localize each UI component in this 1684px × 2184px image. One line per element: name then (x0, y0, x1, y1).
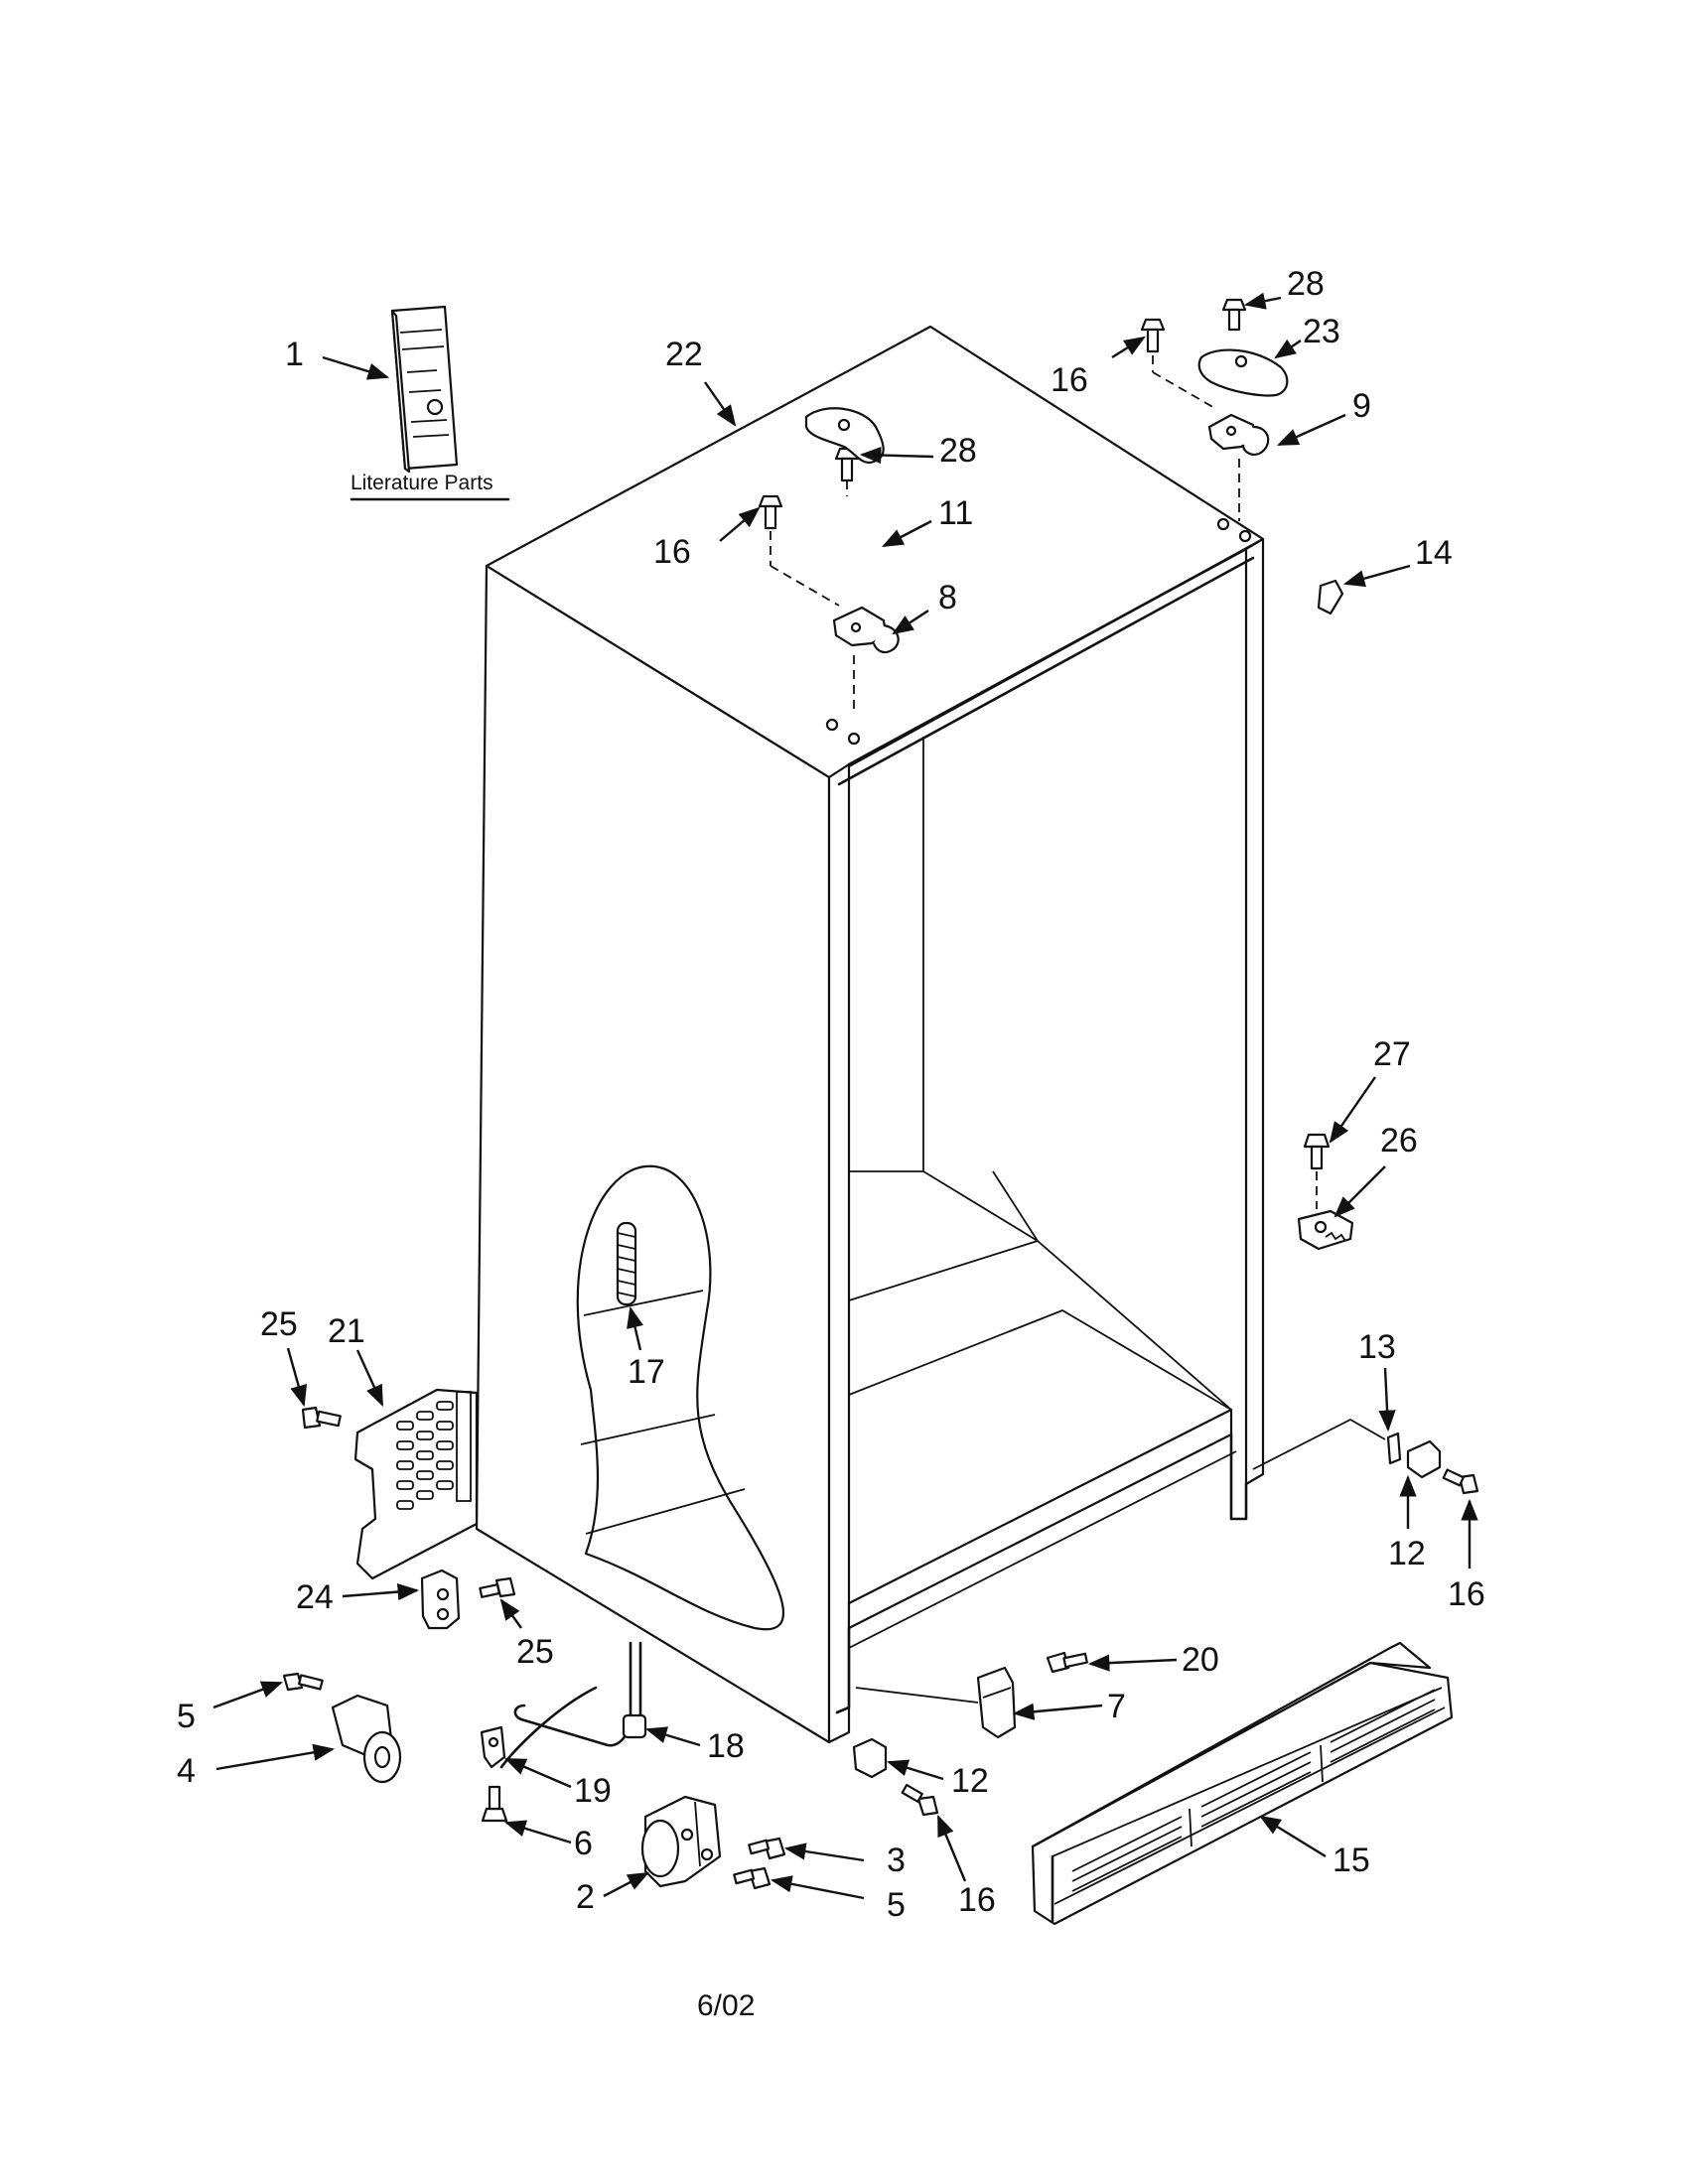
callout-27: 27 (1373, 1035, 1411, 1073)
drain-tube-17 (616, 1221, 637, 1306)
callout-16: 16 (653, 533, 691, 571)
cabinet-right-edge (1244, 537, 1265, 1486)
bracket-12-lower (852, 1737, 888, 1779)
bracket-24 (420, 1569, 461, 1630)
callout-22: 22 (665, 336, 703, 373)
callout-1: 1 (285, 336, 304, 373)
callout-20: 20 (1182, 1641, 1219, 1679)
toe-grille-15 (1031, 1641, 1454, 1926)
callout-25: 25 (260, 1305, 298, 1343)
screw-20 (1046, 1651, 1088, 1674)
footer-date: 6/02 (697, 1989, 755, 2022)
callout-14: 14 (1415, 534, 1453, 572)
callout-11: 11 (938, 494, 973, 532)
bracket-7 (976, 1666, 1017, 1739)
callout-26: 26 (1380, 1122, 1418, 1160)
callout-6: 6 (574, 1825, 593, 1862)
callout-15: 15 (1333, 1842, 1370, 1879)
callout-8: 8 (938, 579, 957, 616)
screw-16-lower (901, 1783, 939, 1817)
screw-16-right (1140, 318, 1166, 353)
callout-13: 13 (1358, 1328, 1396, 1366)
grille-vents (1071, 1689, 1436, 1892)
callout-12: 12 (1388, 1535, 1426, 1572)
callout-5: 5 (177, 1698, 196, 1735)
screw-25-right (479, 1576, 516, 1598)
screw-28-right (1221, 298, 1247, 332)
callout-19: 19 (574, 1772, 612, 1810)
bracket-26 (1297, 1133, 1354, 1251)
callout-21: 21 (328, 1312, 365, 1350)
screw-5-caster (282, 1672, 324, 1692)
callout-5: 5 (887, 1886, 906, 1924)
hinge-cover-23 (1197, 348, 1289, 397)
callout-28: 28 (939, 432, 977, 470)
clip-19 (480, 1725, 506, 1769)
callout-17: 17 (628, 1353, 665, 1391)
callout-labels: 1 22 28 16 23 9 28 11 16 8 14 27 26 25 2… (177, 265, 1485, 1924)
screw-25-left (301, 1406, 342, 1430)
pin-14 (1317, 579, 1344, 615)
bracket-12-right (1386, 1432, 1442, 1479)
callout-7: 7 (1107, 1688, 1126, 1725)
screw-16-center (758, 494, 783, 530)
screw-27 (1303, 1133, 1331, 1170)
callout-24: 24 (296, 1578, 334, 1616)
callout-12: 12 (951, 1762, 989, 1800)
callout-3: 3 (887, 1842, 906, 1879)
callout-18: 18 (707, 1727, 745, 1765)
cabinet (475, 325, 1265, 1744)
leader-arrows (212, 292, 1478, 1900)
callout-16: 16 (1051, 361, 1088, 399)
panel-vents (396, 1391, 472, 1510)
callout-2: 2 (576, 1878, 595, 1916)
rear-panel-21 (353, 1388, 479, 1580)
screw-6 (481, 1785, 508, 1823)
callout-16: 16 (958, 1881, 996, 1919)
screw-16-right-lower (1442, 1468, 1479, 1495)
callout-9: 9 (1352, 387, 1371, 425)
callout-25: 25 (516, 1633, 554, 1671)
callout-4: 4 (177, 1752, 196, 1790)
roller-bracket-2 (640, 1795, 722, 1888)
literature-booklet (390, 305, 459, 474)
literature-caption: Literature Parts (351, 472, 493, 494)
callout-16: 16 (1448, 1575, 1485, 1613)
callout-28: 28 (1287, 265, 1325, 303)
caster-4 (331, 1694, 402, 1784)
top-hinge-right (1140, 298, 1289, 521)
cabinet-front-stile (827, 762, 851, 1744)
screw-3 (748, 1837, 786, 1860)
screw-5-bracket (733, 1866, 772, 1890)
callout-23: 23 (1303, 313, 1340, 350)
